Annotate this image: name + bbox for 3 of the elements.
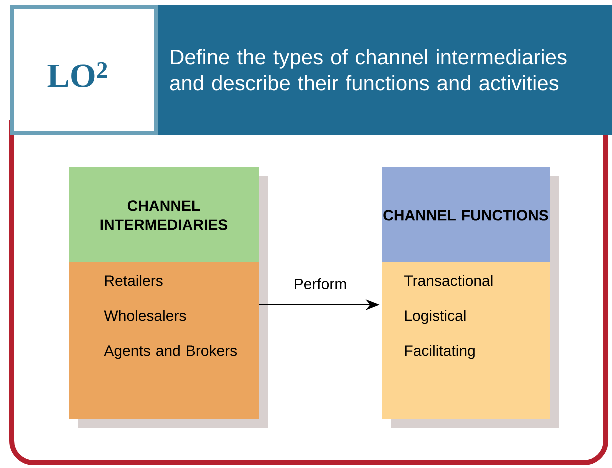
title: Define the types of channel intermediaries and describe their functions and activities — [170, 49, 567, 91]
badge: LO$^{2}$ — [10, 5, 158, 135]
edge-label: Perform — [292, 278, 348, 290]
